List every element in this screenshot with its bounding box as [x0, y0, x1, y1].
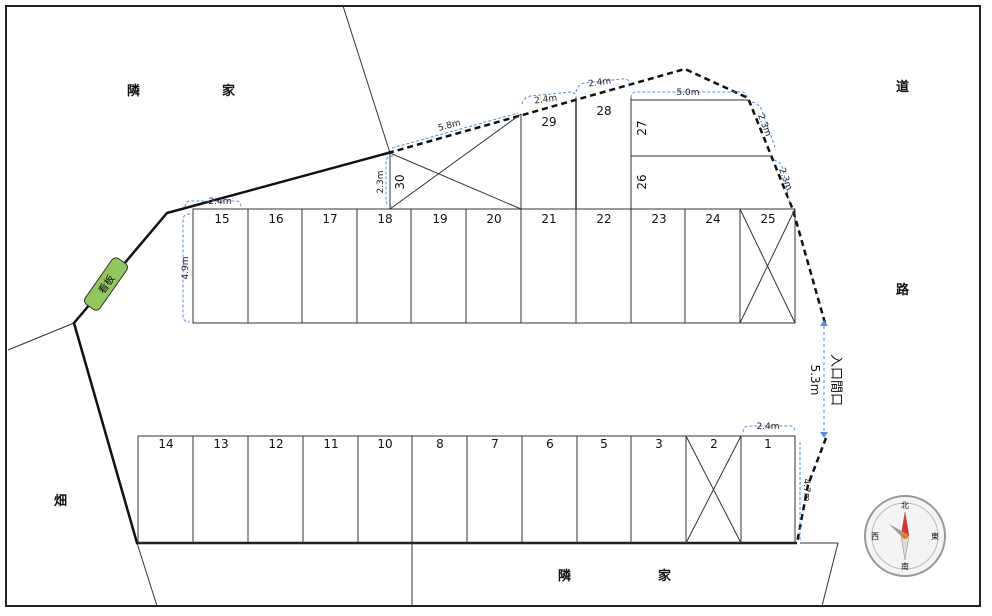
dimension-bracket — [521, 91, 577, 105]
lot-boundary-dashed — [795, 437, 828, 544]
dimension-bracket — [742, 425, 796, 433]
neighbor-label: 家 — [222, 83, 236, 99]
slot-number: 22 — [596, 212, 611, 226]
dimension-bracket — [575, 78, 631, 93]
unavailable-cross — [685, 435, 742, 544]
map-frame — [5, 5, 981, 607]
slot-number: 23 — [651, 212, 666, 226]
boundary-line — [7, 322, 75, 351]
sign-icon — [84, 257, 128, 311]
upper-row-slots — [192, 208, 796, 324]
dimension-label: 4.9m — [181, 256, 191, 279]
lower-row-slots — [137, 435, 796, 544]
slot-number: 7 — [491, 437, 499, 451]
slot-number: 5 — [600, 437, 608, 451]
dimension-label: 2.4m — [756, 422, 779, 432]
entrance-label: 入口間口 — [828, 354, 843, 406]
slot-number: 21 — [541, 212, 556, 226]
slot-number: 10 — [377, 437, 392, 451]
slot-number: 30 — [393, 174, 407, 189]
compass-south-label: 南 — [901, 561, 909, 571]
dimension-bracket — [391, 112, 519, 149]
slot-number: 6 — [546, 437, 554, 451]
entrance-width: 5.3m — [808, 365, 822, 396]
dimension-bracket — [751, 101, 777, 151]
dimension-bracket — [385, 155, 394, 207]
dimension-bracket — [630, 91, 748, 99]
upper-extra-slots — [389, 98, 770, 210]
compass-north-needle — [901, 512, 909, 536]
slot-number: 3 — [655, 437, 663, 451]
dimension-label: 2.4m — [208, 197, 231, 207]
lot-boundary-dashed — [387, 67, 827, 324]
surrounding-boundaries — [7, 5, 839, 607]
slot-number: 14 — [158, 437, 173, 451]
slot-number: 8 — [436, 437, 444, 451]
dimension-label: 2.4m — [588, 76, 612, 89]
compass-north-label: 北 — [901, 501, 909, 510]
slot-number: 13 — [213, 437, 228, 451]
slot-number: 17 — [322, 212, 337, 226]
upper-row-outline — [192, 208, 796, 324]
upper-row-numbers: 15 16 17 18 19 20 21 22 23 24 25 — [214, 212, 775, 226]
road-label: 道 — [896, 79, 909, 95]
dimension-label: 5.8m — [437, 118, 462, 134]
neighbor-label: 隣 — [558, 568, 571, 584]
slot-number: 11 — [323, 437, 338, 451]
dimension-bracket — [773, 159, 791, 205]
entrance-arrow-down — [820, 432, 828, 438]
dimension-label: 2.3m — [376, 170, 386, 193]
slot-number: 27 — [635, 120, 649, 135]
dimension-label: 2.3m — [776, 167, 793, 192]
unavailable-cross — [389, 113, 522, 210]
sign-board: 看板 — [84, 257, 128, 311]
slot-number: 28 — [596, 104, 611, 118]
dimension-label: 2.4m — [534, 93, 558, 106]
entrance-arrow-up — [820, 320, 828, 326]
compass-center — [902, 533, 908, 539]
slot-number: 15 — [214, 212, 229, 226]
slot-number: 12 — [268, 437, 283, 451]
slot-number: 1 — [764, 437, 772, 451]
neighbor-label: 家 — [658, 568, 672, 584]
compass-east-label: 東 — [931, 531, 939, 541]
dimension-label: 2.3m — [755, 113, 772, 138]
slot-number: 18 — [377, 212, 392, 226]
slot-number: 29 — [541, 115, 556, 129]
boundary-line — [136, 542, 158, 607]
neighbor-label: 隣 — [127, 83, 140, 99]
compass-west-label: 西 — [871, 532, 879, 541]
compass-inner-ring — [871, 502, 939, 570]
dimension-markers — [182, 78, 801, 540]
unavailable-cross — [389, 152, 522, 210]
slot-number: 19 — [432, 212, 447, 226]
slot-number: 2 — [710, 437, 718, 451]
slot-number: 16 — [268, 212, 283, 226]
slot-number: 24 — [705, 212, 720, 226]
compass-icon: 北 南 東 西 — [864, 495, 946, 577]
boundary-line — [342, 5, 391, 154]
road-label: 路 — [896, 282, 910, 298]
slot-number: 20 — [486, 212, 501, 226]
dimension-label: 4.7m — [801, 478, 811, 501]
unavailable-cross — [739, 208, 796, 324]
lower-row-numbers: 14 13 12 11 10 8 7 6 5 3 2 1 — [158, 437, 771, 451]
slot-number: 26 — [635, 174, 649, 189]
dimension-bracket — [184, 200, 242, 208]
slot-number: 25 — [760, 212, 775, 226]
boundary-line — [821, 542, 839, 607]
field-label: 畑 — [54, 494, 67, 509]
dimension-label: 5.0m — [676, 88, 699, 98]
